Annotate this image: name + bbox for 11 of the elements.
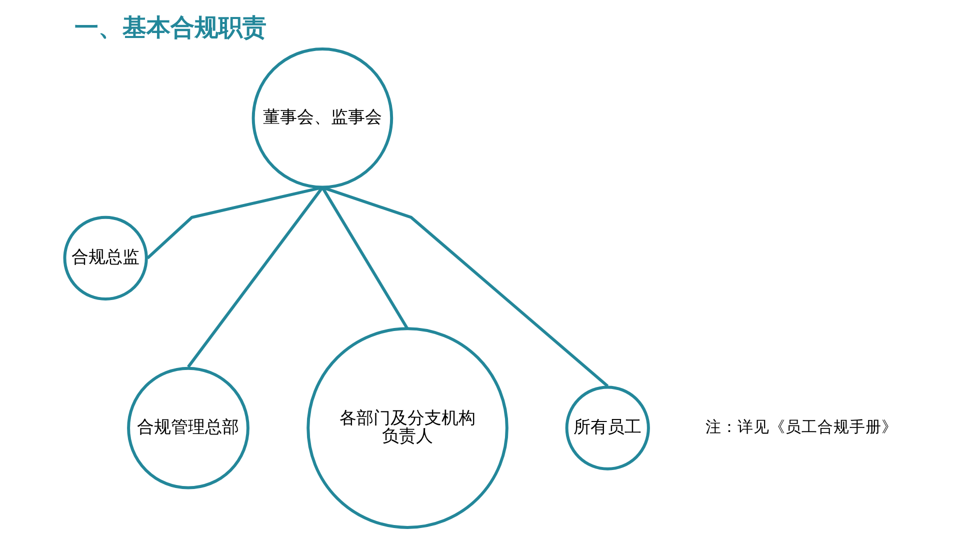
connector	[146, 186, 323, 260]
connector	[322, 186, 609, 388]
node-circle: 合规管理总部	[127, 366, 250, 490]
connector	[187, 186, 324, 368]
label: 注：详见《员工合规手册》	[706, 418, 898, 436]
connector	[321, 186, 409, 330]
diagram-title: 一、基本合规职责	[74, 14, 266, 42]
node-circle: 各部门及分支机构负责人	[306, 327, 508, 529]
node-circle: 所有员工	[565, 386, 650, 470]
node-circle: 董事会、监事会	[252, 47, 394, 189]
node-circle: 合规总监	[63, 216, 148, 300]
